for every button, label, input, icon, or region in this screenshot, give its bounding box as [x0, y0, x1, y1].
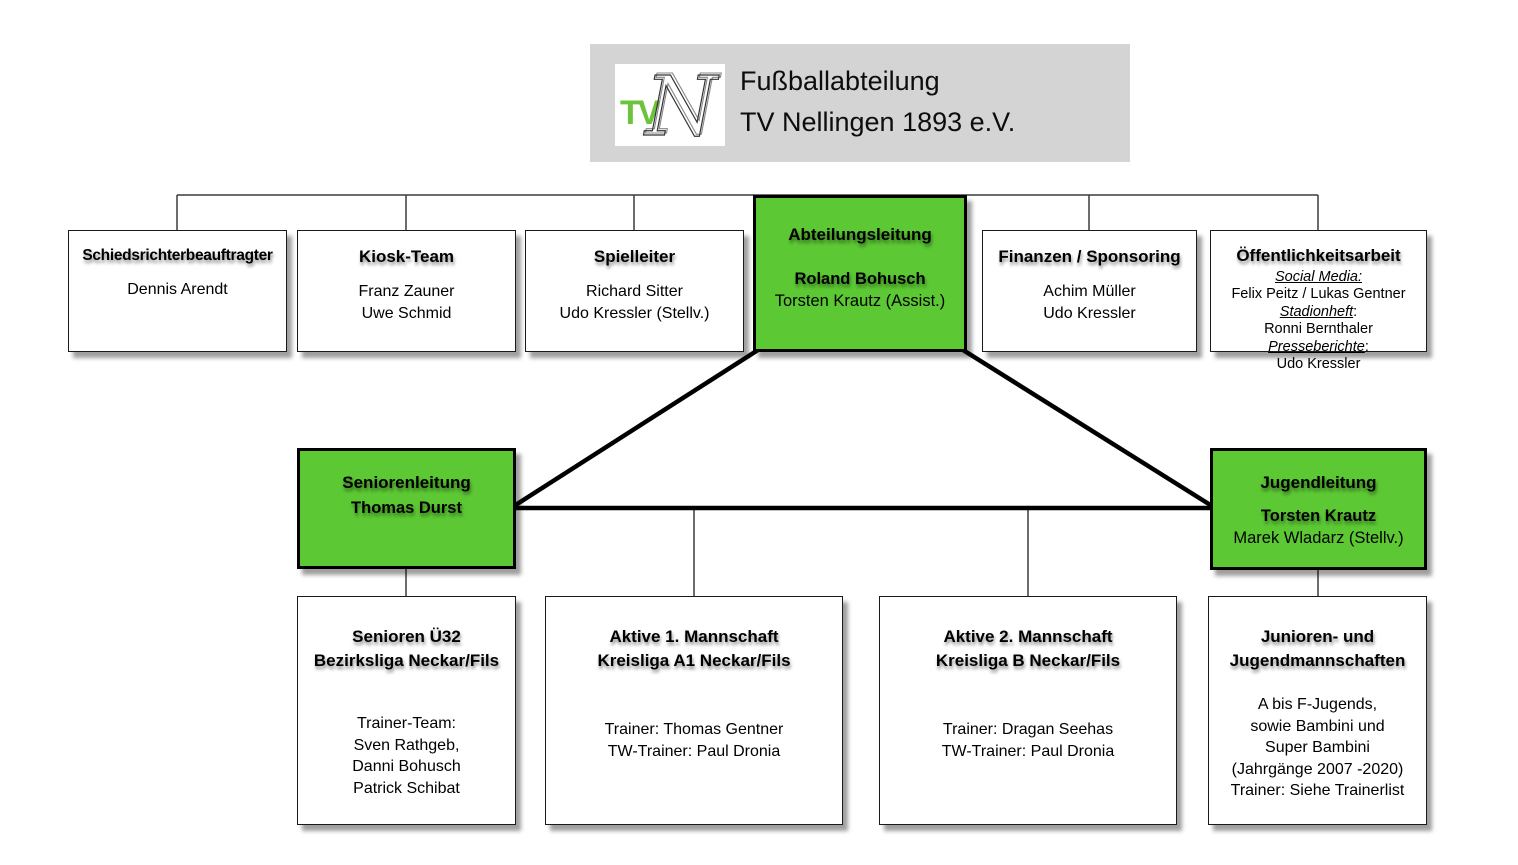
trainer-line: Trainer: Thomas Gentner: [604, 721, 784, 738]
trainer-line: Sven Rathgeb,: [353, 736, 460, 754]
box-jugendleitung: Jugendleitung Torsten Krautz Marek Wlada…: [1210, 448, 1427, 570]
box-kiosk-team: Kiosk-Team Franz Zauner Uwe Schmid: [297, 230, 516, 352]
box-title: Jugendleitung: [1260, 473, 1377, 492]
banner-title-line1: Fußballabteilung: [740, 66, 940, 96]
leader-name: Thomas Durst: [351, 499, 462, 517]
box-junioren-jugendmannschaften: Junioren- und Jugendmannschaften A bis F…: [1208, 596, 1427, 825]
banner-title: Fußballabteilung TV Nellingen 1893 e.V.: [740, 61, 1015, 143]
trainer-line: Patrick Schibat: [353, 779, 460, 797]
leader-name: Roland Bohusch: [794, 270, 926, 288]
leader-name: Torsten Krautz: [1260, 507, 1377, 525]
pr-line: Ronni Bernthaler: [1264, 321, 1373, 338]
pr-line: Felix Peitz / Lukas Gentner: [1231, 286, 1406, 303]
box-title: Finanzen / Sponsoring: [998, 247, 1181, 266]
pr-line: Stadionheft:: [1279, 303, 1358, 320]
logo-tv-letters: TV: [620, 94, 661, 132]
trainer-line: TW-Trainer: Paul Dronia: [607, 742, 781, 760]
box-title: Kiosk-Team: [358, 247, 455, 266]
member-name: Dennis Arendt: [127, 281, 228, 298]
member-name: Uwe Schmid: [361, 304, 452, 322]
box-title: Spielleiter: [593, 247, 676, 266]
box-aktive-2-mannschaft: Aktive 2. Mannschaft Kreisliga B Neckar/…: [879, 596, 1177, 825]
box-finanzen-sponsoring: Finanzen / Sponsoring Achim Müller Udo K…: [982, 230, 1197, 352]
trainer-line: TW-Trainer: Paul Dronia: [941, 742, 1115, 760]
box-title: Junioren- und Jugendmannschaften: [1229, 627, 1406, 670]
club-logo: TV N N: [615, 57, 725, 156]
trainer-line: Danni Bohusch: [352, 758, 461, 775]
member-name: Franz Zauner: [358, 283, 455, 300]
box-title: Schiedsrichterbeauftragter: [82, 247, 273, 264]
team-info-line: (Jahrgänge 2007 -2020): [1231, 760, 1404, 778]
tv-nellingen-logo-icon: TV N N: [620, 57, 723, 155]
banner-title-line2: TV Nellingen 1893 e.V.: [740, 107, 1016, 137]
member-name: Udo Kressler (Stellv.): [559, 304, 710, 322]
member-name: Udo Kressler: [1043, 304, 1136, 322]
member-name: Achim Müller: [1043, 283, 1136, 300]
box-seniorenleitung: Seniorenleitung Thomas Durst: [297, 448, 516, 569]
pr-line: Social Media:: [1274, 269, 1363, 285]
team-info-line: Trainer: Siehe Trainerlist: [1230, 782, 1405, 799]
team-info-line: sowie Bambini und: [1250, 717, 1385, 735]
pr-line: Udo Kressler: [1276, 356, 1361, 373]
header-banner: TV N N Fußballabteilung TV Nellingen 189…: [590, 44, 1130, 162]
box-title: Aktive 2. Mannschaft Kreisliga B Neckar/…: [935, 627, 1121, 670]
member-name: Richard Sitter: [586, 283, 683, 300]
assistant-name: Torsten Krautz (Assist.): [774, 291, 946, 310]
box-title: Abteilungsleitung: [788, 225, 932, 244]
box-oeffentlichkeitsarbeit: Öffentlichkeitsarbeit Social Media: Feli…: [1210, 230, 1427, 372]
logo-n-outline: N: [643, 64, 720, 146]
trainer-line: Trainer-Team:: [357, 715, 456, 732]
box-title: Öffentlichkeitsarbeit: [1236, 246, 1401, 265]
box-aktive-1-mannschaft: Aktive 1. Mannschaft Kreisliga A1 Neckar…: [545, 596, 843, 825]
team-info-line: A bis F-Jugends,: [1257, 696, 1378, 713]
box-title: Senioren Ü32 Bezirksliga Neckar/Fils: [313, 627, 500, 670]
team-info-line: Super Bambini: [1265, 739, 1370, 756]
logo-n-outline-back: N: [645, 64, 722, 146]
box-senioren-u32: Senioren Ü32 Bezirksliga Neckar/Fils Tra…: [297, 596, 516, 825]
box-title: Seniorenleitung: [342, 473, 471, 492]
trainer-line: Trainer: Dragan Seehas: [942, 721, 1114, 738]
deputy-name: Marek Wladarz (Stellv.): [1233, 528, 1404, 547]
box-title: Aktive 1. Mannschaft Kreisliga A1 Neckar…: [597, 627, 791, 670]
box-schiedsrichterbeauftragter: Schiedsrichterbeauftragter Dennis Arendt: [68, 230, 287, 352]
pr-line: Presseberichte:: [1268, 338, 1369, 355]
box-spielleiter: Spielleiter Richard Sitter Udo Kressler …: [525, 230, 744, 352]
box-abteilungsleitung: Abteilungsleitung Roland Bohusch Torsten…: [753, 195, 967, 352]
